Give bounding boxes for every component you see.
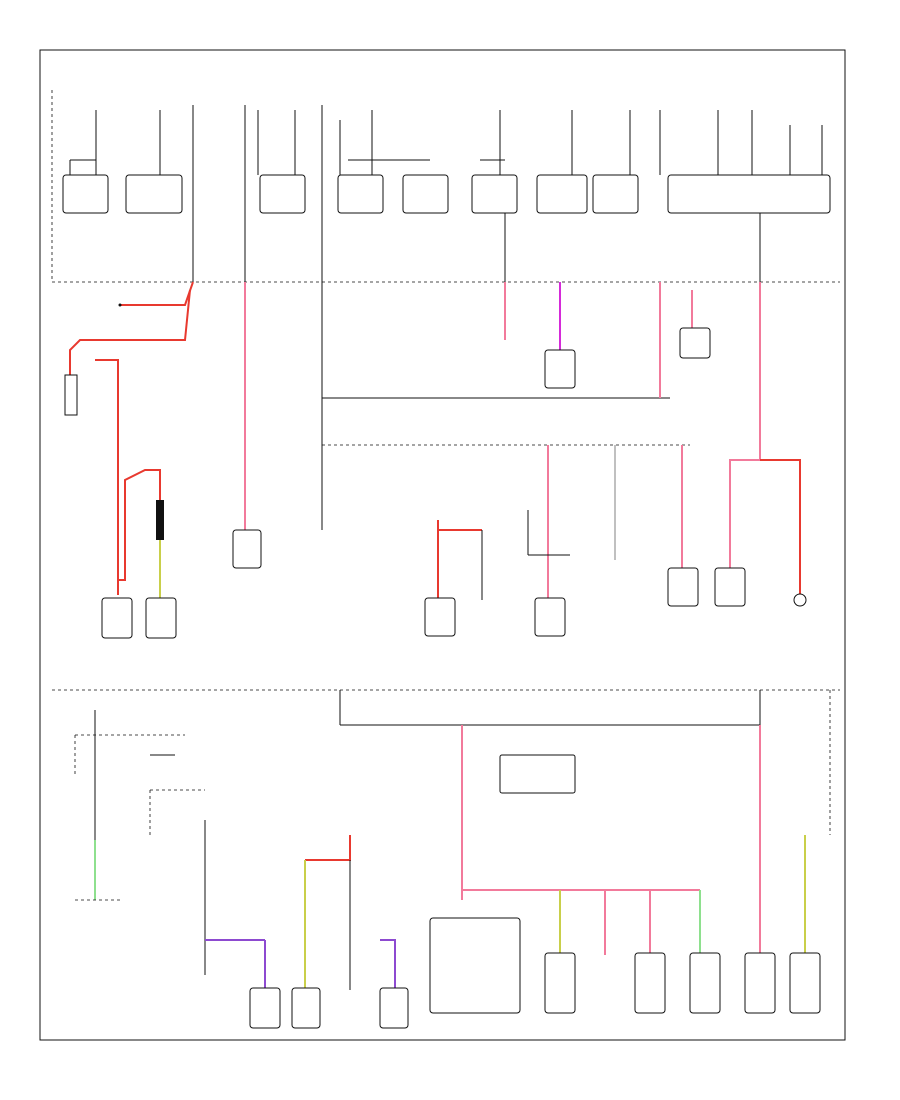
component-bottom-5	[634, 952, 666, 1014]
fusible-link	[156, 500, 164, 540]
component-bottom-2	[291, 987, 321, 1029]
ignition-bus	[52, 689, 840, 726]
fuse-column-1	[62, 110, 109, 214]
relay-section-bottom-left	[74, 710, 281, 1029]
component-bottom-6	[689, 952, 721, 1014]
component-bottom-7	[744, 952, 776, 1014]
component-bottom-8	[789, 952, 821, 1014]
bottom-center-left	[291, 835, 409, 1029]
generator	[145, 597, 177, 639]
starter	[101, 597, 133, 639]
fuse-column-6	[536, 110, 639, 214]
fuse-column-5	[471, 110, 518, 282]
bottom-center	[429, 725, 721, 1014]
module-box-large	[429, 917, 521, 1014]
middle-circuits	[232, 282, 807, 637]
fuse-column-2	[125, 110, 183, 214]
component-bottom-4	[544, 952, 576, 1014]
fuse-column-4	[337, 110, 449, 214]
bottom-right	[744, 690, 831, 1014]
battery	[64, 374, 78, 416]
component-bottom-3	[379, 987, 409, 1029]
fuse-column-7	[659, 110, 831, 282]
diagram-outer-frame	[39, 49, 846, 1041]
module-box-center	[499, 754, 576, 794]
fuse-relay-box-top	[51, 90, 840, 283]
component-bottom-1	[249, 987, 281, 1029]
battery-section	[64, 281, 194, 595]
fuse-column-3	[257, 110, 306, 214]
starter-generator-section	[101, 469, 177, 639]
